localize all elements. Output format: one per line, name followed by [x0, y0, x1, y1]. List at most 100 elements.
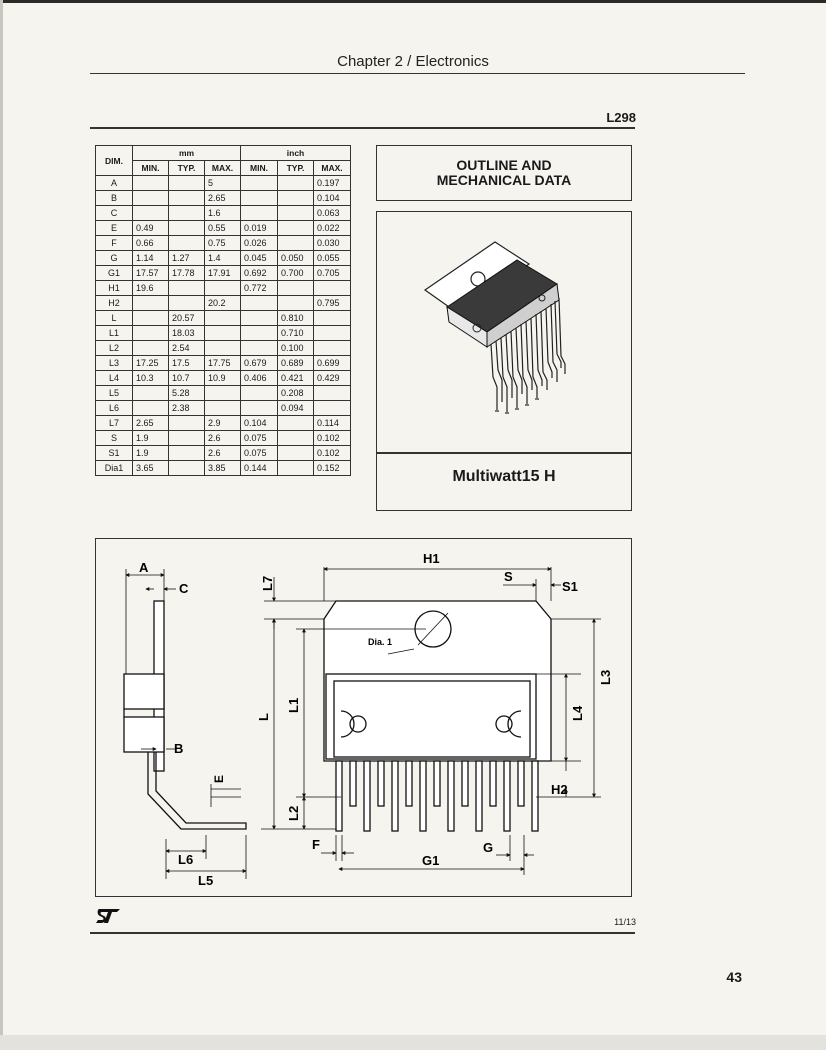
dim-label-e: E — [212, 775, 226, 783]
footer-rule — [90, 932, 635, 934]
value-cell: 0.421 — [277, 370, 314, 386]
value-cell — [168, 190, 205, 206]
dim-label-cell: Dia1 — [95, 460, 133, 476]
value-cell: 3.65 — [132, 460, 169, 476]
dim-label-cell: S — [95, 430, 133, 446]
dim-label-cell: E — [95, 220, 133, 236]
value-cell: 0.063 — [312, 205, 352, 221]
chapter-title: Chapter 2 / Electronics — [337, 53, 489, 70]
value-cell: 0.102 — [312, 445, 352, 461]
value-cell: 17.5 — [168, 355, 205, 371]
value-cell: 0.700 — [277, 265, 314, 281]
outline-title-line1: OUTLINE AND — [456, 157, 552, 173]
value-cell: 0.045 — [240, 250, 278, 266]
value-cell: 0.104 — [240, 415, 278, 431]
value-cell: 2.65 — [204, 190, 241, 206]
value-cell — [132, 295, 169, 311]
dim-label-h2: H2 — [551, 782, 568, 797]
page-left-edge — [0, 0, 3, 1050]
value-cell: 0.094 — [277, 400, 314, 416]
value-cell: 0.66 — [132, 235, 169, 251]
value-cell: 19.6 — [132, 280, 169, 296]
value-cell — [240, 205, 278, 221]
value-cell — [240, 295, 278, 311]
value-cell: 1.9 — [132, 430, 169, 446]
page-top-edge — [0, 0, 826, 3]
dimensions-table: DIM. mm inch MIN. TYP. MAX. MIN. TYP. MA… — [95, 145, 352, 476]
value-cell — [168, 175, 205, 191]
value-cell: 18.03 — [168, 325, 205, 341]
value-cell — [240, 385, 278, 401]
dim-label-l3: L3 — [598, 670, 613, 685]
value-cell — [132, 385, 169, 401]
value-cell — [204, 385, 241, 401]
value-cell — [168, 220, 205, 236]
dim-label-c: C — [179, 581, 189, 596]
value-cell: 0.208 — [277, 385, 314, 401]
value-cell: 0.692 — [240, 265, 278, 281]
dim-label-h1: H1 — [423, 551, 440, 566]
value-cell: 2.9 — [204, 415, 241, 431]
value-cell — [240, 325, 278, 341]
value-cell: 1.9 — [132, 445, 169, 461]
value-cell — [277, 295, 314, 311]
outline-title-line2: MECHANICAL DATA — [436, 172, 572, 188]
value-cell: 20.2 — [204, 295, 241, 311]
value-cell: 10.7 — [168, 370, 205, 386]
value-cell: 0.026 — [240, 235, 278, 251]
value-cell — [168, 445, 205, 461]
value-cell — [168, 205, 205, 221]
mechanical-drawing-box: A C B E L6 L5 — [95, 538, 632, 897]
sub-header: MAX. — [204, 160, 241, 176]
value-cell: 0.144 — [240, 460, 278, 476]
value-cell: 2.6 — [204, 445, 241, 461]
value-cell: 17.91 — [204, 265, 241, 281]
sub-header: MIN. — [240, 160, 278, 176]
value-cell: 0.075 — [240, 445, 278, 461]
dim-label-f: F — [312, 837, 320, 852]
bottom-band — [0, 1035, 826, 1050]
value-cell: 0.795 — [312, 295, 352, 311]
value-cell: 1.14 — [132, 250, 169, 266]
part-number: L298 — [606, 110, 636, 125]
value-cell: 0.710 — [277, 325, 314, 341]
value-cell — [204, 340, 241, 356]
value-cell: 17.25 — [132, 355, 169, 371]
dim-label-cell: L7 — [95, 415, 133, 431]
value-cell — [204, 310, 241, 326]
package-name: Multiwatt15 H — [452, 468, 556, 485]
value-cell — [312, 385, 352, 401]
header-rule — [90, 73, 745, 74]
value-cell: 10.9 — [204, 370, 241, 386]
value-cell: 0.75 — [204, 235, 241, 251]
value-cell: 0.705 — [312, 265, 352, 281]
value-cell: 0.114 — [312, 415, 352, 431]
sub-header-row: MIN. TYP. MAX. MIN. TYP. MAX. — [96, 160, 352, 176]
value-cell: 0.699 — [312, 355, 352, 371]
sub-header: TYP. — [277, 160, 314, 176]
sub-header: TYP. — [168, 160, 205, 176]
dim-label-cell: F — [95, 235, 133, 251]
sub-header: MAX. — [312, 160, 352, 176]
value-cell: 0.772 — [240, 280, 278, 296]
dim-label-cell: L5 — [95, 385, 133, 401]
dim-label-l4: L4 — [570, 705, 585, 721]
value-cell — [132, 325, 169, 341]
value-cell — [277, 235, 314, 251]
part-rule — [90, 127, 635, 129]
value-cell: 1.6 — [204, 205, 241, 221]
value-cell — [132, 190, 169, 206]
package-divider — [377, 452, 631, 454]
